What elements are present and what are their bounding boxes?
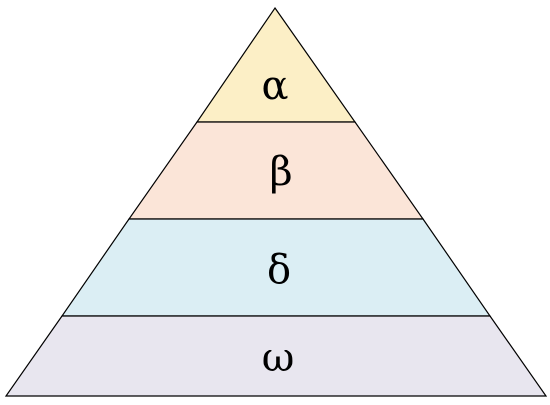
tier-delta: δ	[60, 218, 492, 317]
tier-omega: ω	[4, 315, 548, 397]
tier-alpha-label: α	[261, 63, 288, 109]
tier-omega-shape	[4, 315, 548, 397]
tier-alpha: α	[195, 6, 357, 123]
tier-beta: β	[127, 121, 425, 220]
tier-delta-label: δ	[267, 247, 291, 293]
tier-beta-label: β	[269, 149, 292, 195]
tier-omega-label: ω	[262, 335, 295, 381]
